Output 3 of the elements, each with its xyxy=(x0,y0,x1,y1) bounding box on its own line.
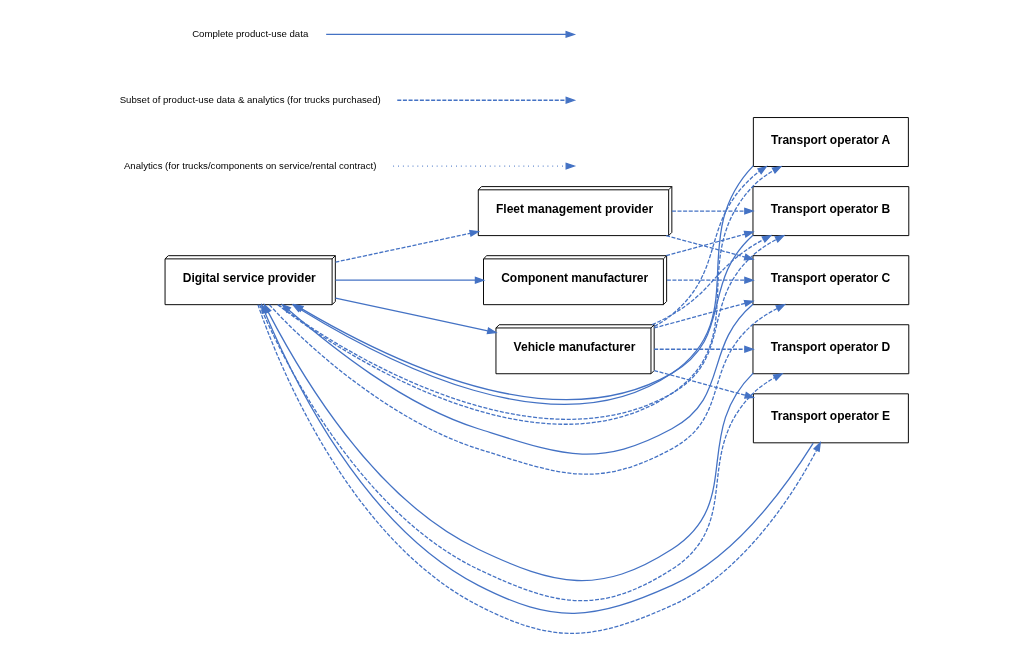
legend-label: Subset of product-use data & analytics (for trucks purchased) xyxy=(119,93,381,105)
legend-label: Complete product-use data xyxy=(191,27,308,39)
legend-label: Analytics (for trucks/components on service/rental contract) xyxy=(123,159,376,171)
